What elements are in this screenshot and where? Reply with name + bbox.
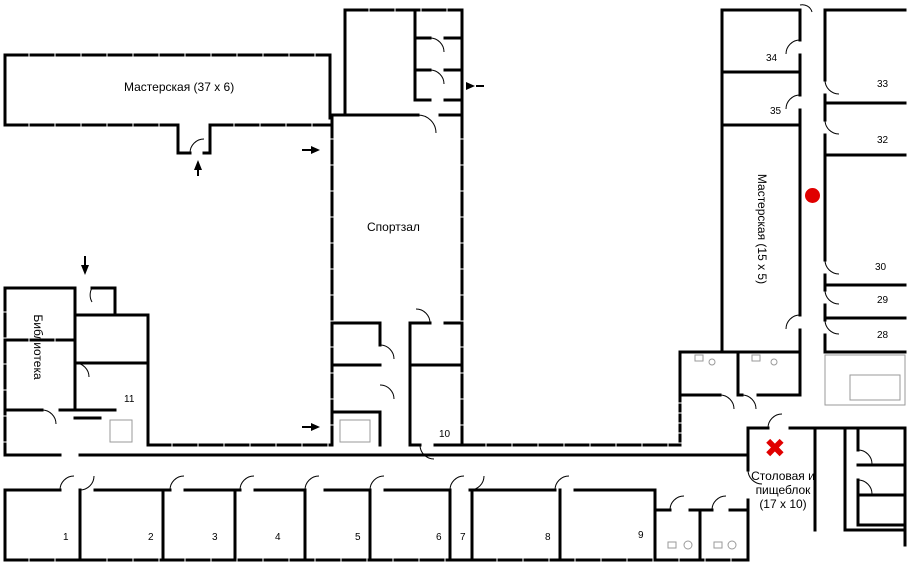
- entrance-arrows: [81, 82, 484, 431]
- right-wing-walls: [678, 8, 907, 397]
- room-number-4: 4: [275, 532, 281, 543]
- room-label-workshop-small: Мастерская (15 х 5): [755, 173, 769, 285]
- room-number-5: 5: [355, 532, 361, 543]
- corridor-walls: [3, 393, 750, 562]
- room-label-canteen-line1: Столовая и: [751, 469, 815, 483]
- location-dot-marker: [805, 188, 820, 203]
- room-label-workshop-large: Мастерская (37 х 6): [124, 80, 235, 94]
- gym-walls: [330, 8, 464, 447]
- room-number-7: 7: [460, 532, 466, 543]
- room-label-canteen-line3: (17 х 10): [759, 497, 807, 511]
- cross-marker-icon: ✖: [764, 434, 786, 464]
- room-number-28: 28: [877, 330, 889, 341]
- room-number-1: 1: [63, 532, 69, 543]
- room-number-34: 34: [766, 53, 778, 64]
- library-walls: [3, 286, 334, 457]
- room-number-10: 10: [439, 429, 451, 440]
- room-number-8: 8: [545, 532, 551, 543]
- room-number-30: 30: [875, 262, 887, 273]
- workshop-large-walls: [3, 53, 332, 155]
- room-number-33: 33: [877, 79, 889, 90]
- room-number-2: 2: [148, 532, 154, 543]
- room-number-35: 35: [770, 106, 782, 117]
- room-number-6: 6: [436, 532, 442, 543]
- canteen-walls: [746, 426, 907, 547]
- room-label-gym: Спортзал: [367, 220, 420, 234]
- room-number-11: 11: [124, 394, 135, 405]
- plumbing-fixtures: [109, 354, 906, 550]
- room-number-29: 29: [877, 295, 889, 306]
- door-swings: [41, 4, 873, 511]
- room-number-9: 9: [638, 530, 644, 541]
- room-label-library: Библиотека: [31, 314, 45, 380]
- room-number-32: 32: [877, 135, 889, 146]
- room-number-3: 3: [212, 532, 218, 543]
- room-label-canteen-line2: пищеблок: [755, 483, 811, 497]
